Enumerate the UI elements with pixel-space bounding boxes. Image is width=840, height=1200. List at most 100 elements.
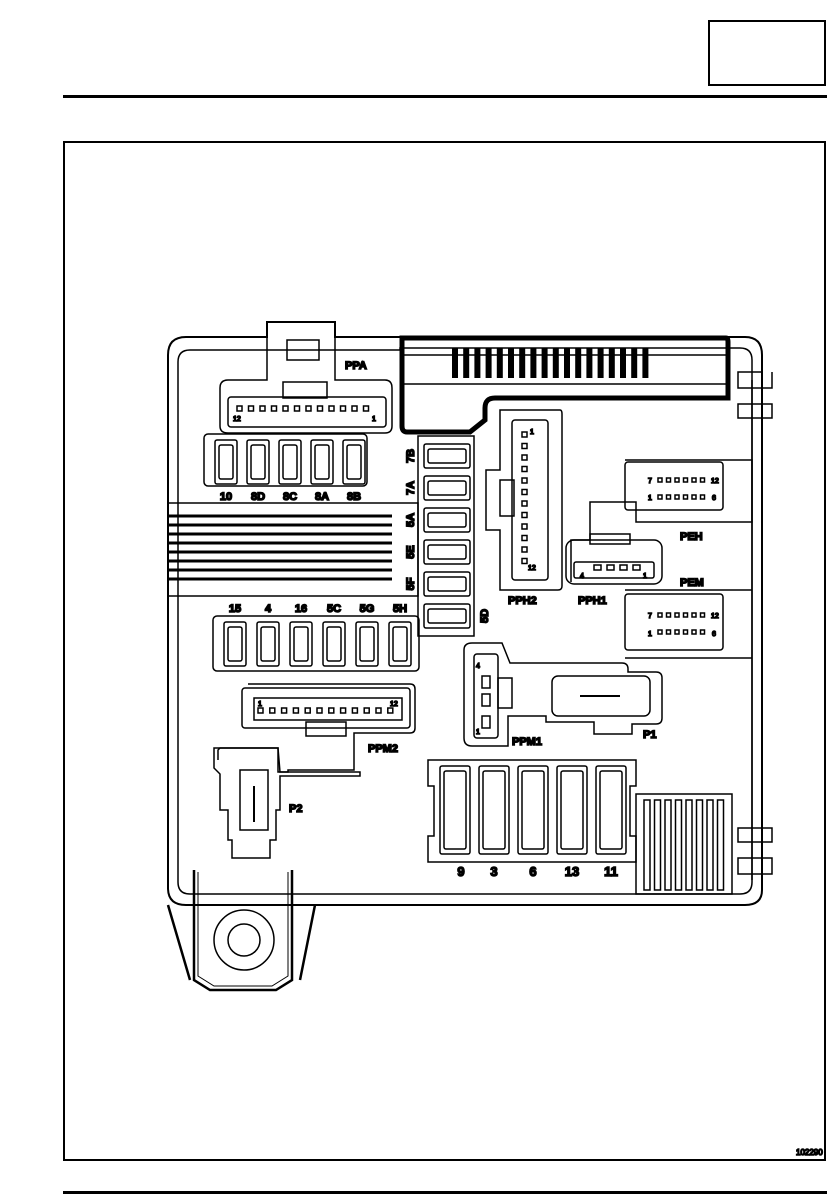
grille-frame [635, 793, 733, 895]
fuse-label-10: 10 [220, 491, 232, 503]
pph2-pin [521, 454, 528, 461]
ppm2-pin [339, 707, 347, 714]
connector-tooth [485, 348, 492, 378]
fuse-column-frame [417, 435, 475, 637]
fuse-label-5D: 5D [479, 609, 491, 623]
pem-pin [657, 612, 663, 618]
peh-pin-12: 12 [711, 478, 719, 485]
pph1-pin-4: 4 [580, 573, 584, 580]
fuse-5F [423, 571, 471, 597]
ppa-pin [282, 405, 289, 412]
mount-boss-inner [227, 923, 261, 957]
fuse-5E [423, 539, 471, 565]
fuse-label-5H: 5H [393, 603, 407, 615]
pph2-pin [521, 477, 528, 484]
ppa-pin [362, 405, 370, 412]
ppa-tab [286, 339, 320, 361]
side-clip-bottom [737, 827, 773, 875]
ppm2-pin [292, 707, 300, 714]
fuse-4 [256, 621, 280, 667]
fuse-label-8D: 8D [251, 491, 265, 503]
fuse-label-5E: 5E [405, 545, 417, 558]
peh-pin [657, 494, 663, 500]
ppm2-pin [257, 707, 264, 714]
fuse-5C [322, 621, 346, 667]
pph2-outline [485, 409, 563, 591]
peh-pin [682, 477, 689, 483]
figure-reference: 102290 [796, 1148, 823, 1157]
fuse-label-16: 16 [295, 603, 307, 615]
ppm2-pin-12: 12 [390, 701, 398, 708]
peh-label: PEH [680, 531, 703, 543]
maxi-fuse-9 [439, 765, 471, 855]
fuse-label-8A: 8A [315, 491, 329, 503]
pem-pin [665, 629, 672, 635]
footer-rule [63, 1191, 827, 1194]
housing-inner [177, 347, 753, 895]
peh-pin [691, 494, 697, 500]
connector-tooth [463, 348, 470, 378]
mount-boss-outer [213, 909, 275, 971]
connector-tooth [564, 348, 570, 378]
grille-slot [643, 799, 651, 891]
housing-outline [167, 321, 763, 906]
figure-frame [63, 141, 826, 1161]
pph2-pin [521, 488, 528, 496]
mount-bracket [166, 870, 317, 992]
pph2-pin-1: 1 [530, 429, 534, 436]
pem-pin-1: 1 [648, 631, 652, 638]
header-box [708, 20, 826, 86]
pem-pin [674, 629, 680, 635]
fuse-row-middle-frame [212, 615, 420, 672]
ppa-connector-body [219, 337, 393, 434]
ppm2-pin [328, 707, 335, 714]
fuse-5G [355, 621, 379, 667]
maxi-fuse-13 [556, 765, 588, 855]
grille-slot [695, 799, 704, 891]
pph2-pin [521, 534, 528, 542]
connector-tooth [474, 348, 481, 378]
fuse-15 [223, 621, 247, 667]
pem-pin [682, 612, 689, 618]
pph2-pin [521, 523, 528, 530]
connector-tooth [552, 348, 559, 378]
fuse-label-5G: 5G [360, 603, 375, 615]
maxi-fuse-label-6: 6 [529, 864, 536, 879]
peh-pin [665, 477, 672, 483]
pph2-pin [521, 465, 528, 473]
pem-outline [625, 589, 752, 659]
ppm2-label: PPM2 [368, 743, 398, 755]
pph2-pin [521, 511, 528, 519]
fuse-7B [423, 443, 471, 469]
peh-pin-6: 6 [712, 495, 716, 502]
pem-pin [691, 629, 697, 635]
pph2-pin [521, 500, 528, 507]
peh-pin [682, 494, 689, 500]
pph1-connector [573, 561, 655, 579]
peh-pin [691, 477, 697, 483]
pem-label: PEM [680, 577, 704, 589]
fuse-5A [423, 507, 471, 533]
fuse-row-top-frame [203, 433, 368, 487]
maxi-fuse-label-3: 3 [490, 864, 497, 879]
grille-slot [706, 799, 714, 891]
ppm2-pin-1: 1 [258, 701, 262, 708]
fuse-label-5A: 5A [405, 513, 417, 527]
ppa-pin [293, 405, 301, 412]
maxi-fuse-11 [595, 765, 627, 855]
connector-tooth [631, 348, 638, 378]
pem-pin [674, 612, 680, 618]
pph1-pin [593, 564, 602, 571]
grille-slot [653, 799, 662, 891]
fuse-5D [423, 603, 471, 629]
pph1-pin [632, 564, 641, 571]
ppm2-connector [241, 687, 411, 729]
pph2-connector [511, 419, 549, 581]
maxi-fuse-label-9: 9 [457, 864, 464, 879]
maxi-fuse-label-13: 13 [565, 864, 579, 879]
ppa-pin [351, 405, 358, 412]
ppm2-pin [387, 707, 394, 714]
ppa-pin [259, 405, 266, 412]
connector-tooth [519, 348, 526, 378]
maxi-fuse-6 [517, 765, 549, 855]
